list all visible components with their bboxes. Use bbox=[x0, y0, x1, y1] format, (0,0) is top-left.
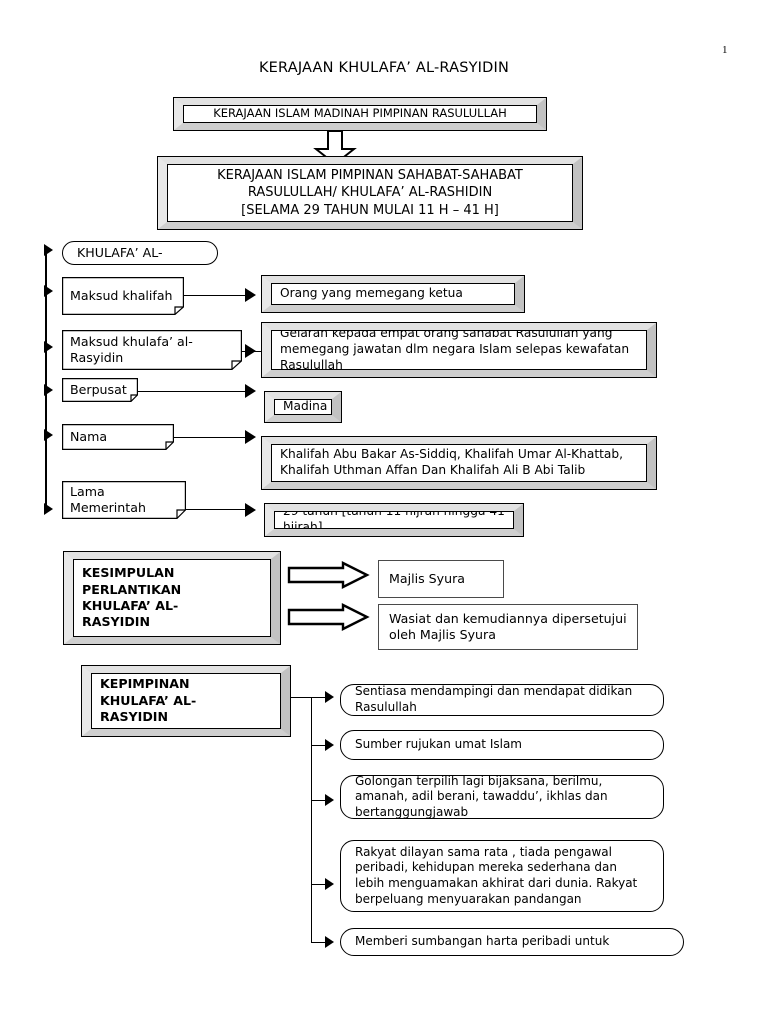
value-maksud-khalifah: Orang yang memegang ketua bbox=[280, 286, 463, 301]
kepimpinan-branch-1 bbox=[311, 745, 327, 747]
label-note-maksud-khalifah: Maksud khalifah bbox=[62, 277, 184, 315]
kepimpinan-branch-2 bbox=[311, 800, 327, 802]
note-shape bbox=[62, 481, 186, 519]
tree-arrow-3 bbox=[44, 384, 53, 396]
note-shape bbox=[62, 277, 184, 315]
attributes-heading-box: KHULAFA’ AL- bbox=[62, 241, 218, 265]
value-box-maksud-khalifah: Orang yang memegang ketua bbox=[261, 275, 525, 313]
kesimpulan-item-1: Wasiat dan kemudiannya dipersetujui oleh… bbox=[389, 610, 627, 642]
kepimpinan-arrow-3 bbox=[325, 878, 334, 890]
label-note-maksud-khulafa-al-rasyidin: Maksud khulafa’ al-Rasyidin bbox=[62, 330, 242, 370]
kepimpinan-item-0: Sentiasa mendampingi dan mendapat didika… bbox=[355, 684, 633, 714]
tree-arrow-4 bbox=[44, 429, 53, 441]
kepimpinan-branch-0 bbox=[311, 697, 327, 699]
value-box-maksud-khulafa-al-rasyidin: Gelaran kepada empat orang sahabat Rasul… bbox=[261, 322, 657, 378]
attributes-heading-label: KHULAFA’ AL- bbox=[77, 244, 163, 260]
right-block-arrow-icon-2 bbox=[287, 603, 370, 631]
kesimpulan-title-line-3: RASYIDIN bbox=[82, 614, 150, 630]
tree-arrow-1 bbox=[44, 285, 53, 297]
box-kepimpinan-khulafa: KEPIMPINAN KHULAFA’ AL- RASYIDIN bbox=[81, 665, 291, 737]
kepimpinan-item-2: Golongan terpilih lagi bijaksana, berilm… bbox=[355, 775, 608, 819]
kepimpinan-item-1: Sumber rujukan umat Islam bbox=[355, 737, 522, 752]
label-maksud-khulafa-al-rasyidin: Maksud khulafa’ al-Rasyidin bbox=[70, 333, 193, 365]
kepimpinan-item-box-0: Sentiasa mendampingi dan mendapat didika… bbox=[340, 684, 664, 716]
label-note-berpusat: Berpusat bbox=[62, 378, 138, 402]
kepimpinan-arrow-1 bbox=[325, 739, 334, 751]
kepimpinan-branch-3 bbox=[311, 884, 327, 886]
kepimpinan-item-box-1: Sumber rujukan umat Islam bbox=[340, 730, 664, 760]
box-kesimpulan-perlantikan: KESIMPULAN PERLANTIKAN KHULAFA’ AL- RASY… bbox=[63, 551, 281, 645]
kepimpinan-item-box-2: Golongan terpilih lagi bijaksana, berilm… bbox=[340, 775, 664, 819]
kepimpinan-item-box-3: Rakyat dilayan sama rata , tiada pengawa… bbox=[340, 840, 664, 912]
note-shape bbox=[62, 378, 138, 402]
kepimpinan-item-3: Rakyat dilayan sama rata , tiada pengawa… bbox=[355, 844, 638, 906]
label-berpusat: Berpusat bbox=[70, 381, 127, 397]
kepimpinan-title: KEPIMPINAN KHULAFA’ AL- RASYIDIN bbox=[92, 676, 280, 725]
page-number: 1 bbox=[722, 44, 728, 56]
tree-arrow-5 bbox=[44, 503, 53, 515]
box-kerajaan-islam-madinah-label: KERAJAAN ISLAM MADINAH PIMPINAN RASULULL… bbox=[213, 106, 507, 121]
kesimpulan-item-0: Majlis Syura bbox=[389, 570, 465, 586]
kepimpinan-arrow-0 bbox=[325, 691, 334, 703]
connector-row-0 bbox=[184, 295, 246, 297]
right-block-arrow-icon-1 bbox=[287, 561, 370, 589]
value-nama: Khalifah Abu Bakar As-Siddiq, Khalifah U… bbox=[280, 447, 623, 477]
label-maksud-khalifah: Maksud khalifah bbox=[70, 287, 173, 303]
kepimpinan-item-4: Memberi sumbangan harta peribadi untuk bbox=[355, 934, 610, 949]
connector-arrow-row-3 bbox=[245, 430, 256, 444]
kepimpinan-title-line-2: RASYIDIN bbox=[100, 709, 168, 725]
tree-arrow-2 bbox=[44, 341, 53, 353]
kepimpinan-stem bbox=[290, 697, 312, 699]
connector-row-3 bbox=[174, 437, 246, 439]
kesimpulan-title-line-2: KHULAFA’ AL- bbox=[82, 598, 179, 613]
box-kerajaan-islam-pimpinan-sahabat: KERAJAAN ISLAM PIMPINAN SAHABAT-SAHABAT … bbox=[157, 156, 583, 230]
attribute-tree-spine bbox=[45, 252, 47, 510]
note-shape bbox=[62, 424, 174, 450]
label-note-nama: Nama bbox=[62, 424, 174, 450]
tree-arrow-0 bbox=[44, 244, 53, 256]
value-maksud-khulafa-al-rasyidin: Gelaran kepada empat orang sahabat Rasul… bbox=[280, 330, 630, 370]
box-kerajaan-islam-madinah: KERAJAAN ISLAM MADINAH PIMPINAN RASULULL… bbox=[173, 97, 547, 131]
connector-arrow-row-1 bbox=[245, 344, 256, 358]
connector-row-2 bbox=[138, 391, 246, 393]
kepimpinan-branch-4 bbox=[311, 942, 327, 944]
kepimpinan-title-line-1: KHULAFA’ AL- bbox=[100, 692, 197, 708]
kepimpinan-title-line-0: KEPIMPINAN bbox=[100, 676, 190, 692]
box-wasiat-majlis-syura: Wasiat dan kemudiannya dipersetujui oleh… bbox=[378, 604, 638, 650]
label-note-lama-memerintah: Lama Memerintah bbox=[62, 481, 186, 519]
kepimpinan-spine bbox=[311, 697, 313, 942]
kesimpulan-title-line-0: KESIMPULAN bbox=[82, 565, 175, 581]
box2-line-1: KERAJAAN ISLAM PIMPINAN SAHABAT-SAHABAT bbox=[217, 168, 523, 184]
connector-arrow-row-4 bbox=[245, 503, 256, 517]
box2-line-2: RASULULLAH/ KHULAFA’ AL-RASHIDIN bbox=[247, 185, 493, 201]
kepimpinan-arrow-2 bbox=[325, 794, 334, 806]
connector-arrow-row-2 bbox=[245, 384, 256, 398]
kesimpulan-title-line-1: PERLANTIKAN bbox=[82, 581, 182, 597]
value-box-nama: Khalifah Abu Bakar As-Siddiq, Khalifah U… bbox=[261, 436, 657, 490]
page-title: KERAJAAN KHULAFA’ AL-RASYIDIN bbox=[258, 60, 510, 76]
kepimpinan-arrow-4 bbox=[325, 936, 334, 948]
kepimpinan-item-box-4: Memberi sumbangan harta peribadi untuk bbox=[340, 928, 684, 956]
down-block-arrow-icon bbox=[313, 130, 357, 166]
box-majlis-syura: Majlis Syura bbox=[378, 560, 504, 598]
connector-arrow-row-0 bbox=[245, 288, 256, 302]
connector-row-4 bbox=[186, 509, 246, 511]
box2-line-3: [SELAMA 29 TAHUN MULAI 11 H – 41 H] bbox=[241, 202, 499, 218]
box-kerajaan-islam-pimpinan-text: KERAJAAN ISLAM PIMPINAN SAHABAT-SAHABAT … bbox=[168, 167, 572, 218]
label-nama: Nama bbox=[70, 428, 108, 444]
value-lama-memerintah: 29 tahun [tahun 11 hijrah hingga 41 hijr… bbox=[283, 511, 505, 529]
label-lama-memerintah: Lama Memerintah bbox=[70, 483, 146, 515]
value-berpusat: Madina bbox=[283, 399, 328, 414]
value-box-lama-memerintah: 29 tahun [tahun 11 hijrah hingga 41 hijr… bbox=[264, 503, 524, 537]
note-shape bbox=[62, 330, 242, 370]
value-box-berpusat: Madina bbox=[264, 391, 342, 423]
kesimpulan-title: KESIMPULAN PERLANTIKAN KHULAFA’ AL- RASY… bbox=[74, 565, 270, 630]
